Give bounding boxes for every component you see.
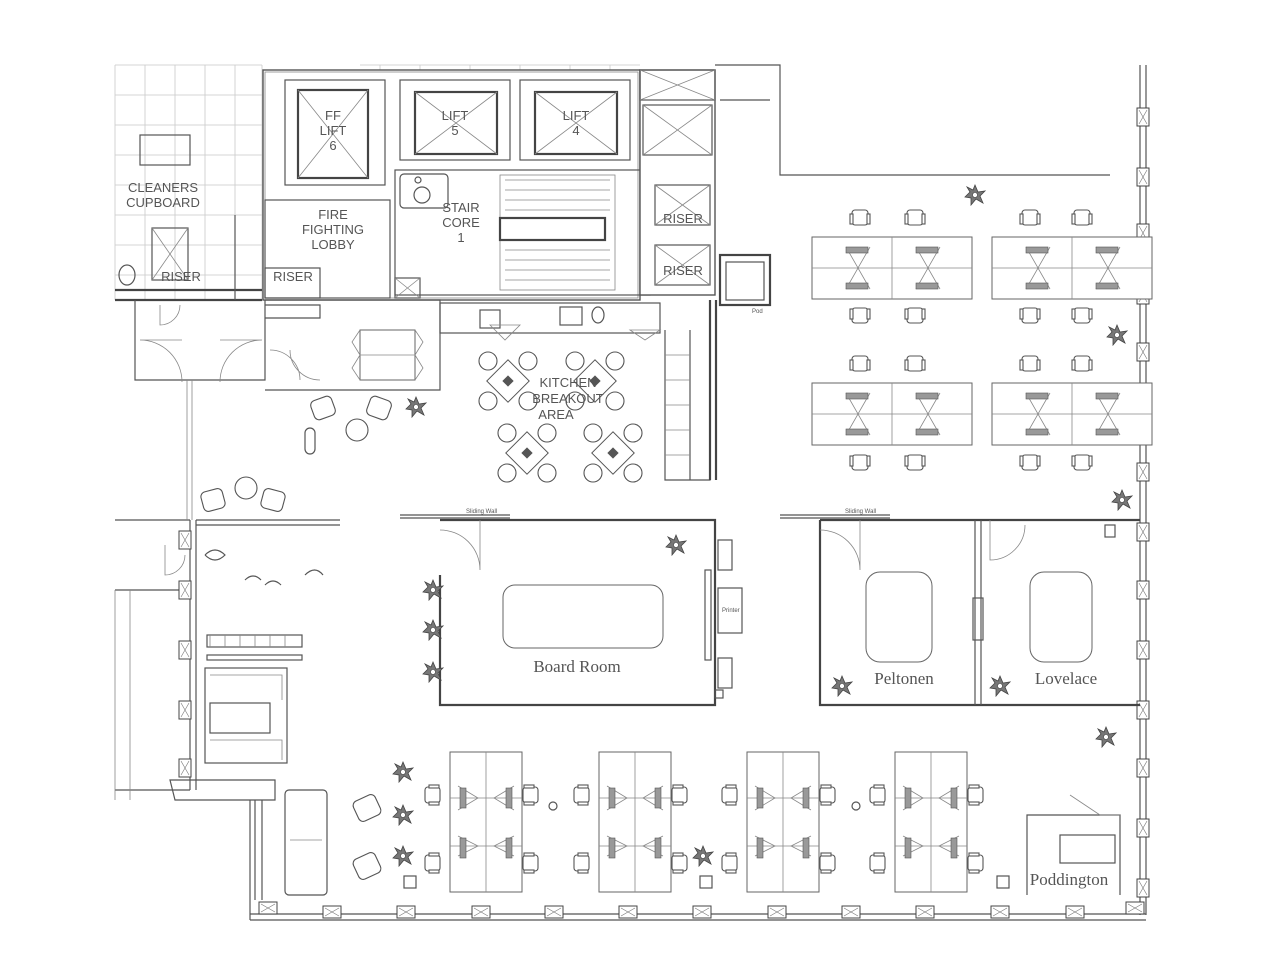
label-board-room: Board Room <box>533 657 620 676</box>
label-lovelace: Lovelace <box>1035 669 1097 688</box>
label-riser-3: RISER <box>663 211 703 226</box>
label-sliding-wall-2: Sliding Wall <box>845 509 876 515</box>
label-stair-line1: STAIR <box>442 200 479 215</box>
small-table-room <box>351 329 424 381</box>
label-stair-line2: CORE <box>442 215 480 230</box>
label-kitchen-line3: AREA <box>538 407 574 422</box>
label-lift6-line1: FF <box>325 108 341 123</box>
room-labels: CLEANERS CUPBOARD FF LIFT 6 LIFT 5 LIFT … <box>126 108 1109 889</box>
corridor <box>134 299 441 576</box>
label-riser-1: RISER <box>161 269 201 284</box>
lounge-seating <box>200 395 392 896</box>
label-ffl-line3: LOBBY <box>311 237 355 252</box>
label-lift5-line1: LIFT <box>442 108 469 123</box>
label-lift6-line2: LIFT <box>320 123 347 138</box>
label-printer: Printer <box>722 608 740 614</box>
riser-block <box>639 64 1110 307</box>
desk-clusters-right <box>811 209 1153 471</box>
desk-clusters-bottom <box>403 751 1010 893</box>
label-peltonen: Peltonen <box>874 669 934 688</box>
meeting-rooms <box>780 514 1140 707</box>
core-block <box>262 69 651 301</box>
label-stair-line3: 1 <box>457 230 464 245</box>
label-lift4-line1: LIFT <box>563 108 590 123</box>
label-cleaners-line1: CLEANERS <box>128 180 198 195</box>
label-lift4-line2: 4 <box>572 123 579 138</box>
label-riser-4: RISER <box>663 263 703 278</box>
label-riser-2: RISER <box>273 269 313 284</box>
cleaners-block <box>115 134 262 302</box>
board-room <box>400 514 743 707</box>
label-lift6-line3: 6 <box>329 138 336 153</box>
label-sliding-wall-1: Sliding Wall <box>466 509 497 515</box>
label-kitchen-line1: KITCHEN <box>539 375 596 390</box>
bottom-wall-columns <box>258 901 1145 919</box>
label-ffl-line2: FIGHTING <box>302 222 364 237</box>
poddington-room <box>1026 794 1121 895</box>
label-kitchen-line2: BREAKOUT <box>532 391 604 406</box>
label-ffl-line1: FIRE <box>318 207 348 222</box>
tile-grid <box>114 64 640 300</box>
kitchen-counter <box>439 300 718 481</box>
label-lift5-line2: 5 <box>451 123 458 138</box>
label-pod: Pod <box>752 309 763 315</box>
label-poddington: Poddington <box>1030 870 1109 889</box>
label-cleaners-line2: CUPBOARD <box>126 195 200 210</box>
